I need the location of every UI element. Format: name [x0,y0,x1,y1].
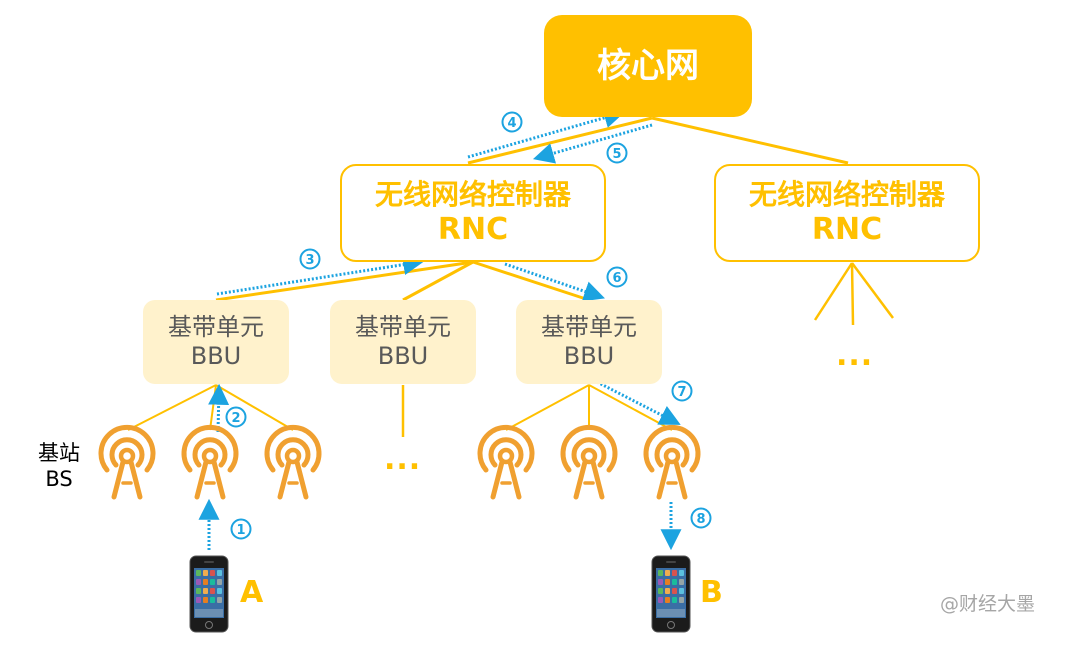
link-rnc2-branch-2 [850,262,855,326]
link-bbu3-bs1 [505,384,590,431]
rnc-node-2: 无线网络控制器 RNC [714,164,980,262]
step-marker-2: 2 [225,406,247,428]
bbu-label-line1: 基带单元 [355,313,451,342]
step-number: 1 [236,523,245,538]
base-station-tower-icon [264,424,322,500]
link-rnc1-bbu1 [215,260,474,302]
step-number: 8 [696,512,705,527]
base-station-label-line1: 基站 [38,441,80,465]
rnc-label-line1: 无线网络控制器 [374,178,571,212]
link-rnc1-bbu2 [402,260,474,302]
link-rnc2-branch-3 [850,262,895,319]
rnc-label-line2: RNC [811,211,883,247]
step-marker-5: 5 [606,142,628,164]
bbu-label-line2: BBU [563,342,615,370]
base-station-tower-icon [98,424,156,500]
watermark: @财经大墨 [940,593,1036,615]
link-bbu1-bs3 [215,384,294,431]
core-network-node: 核心网 [544,15,752,117]
rnc-label-line2: RNC [437,211,509,247]
step-marker-8: 8 [690,507,712,529]
bbu-node-3: 基带单元 BBU [516,300,662,384]
phone-label-a: A [240,575,264,610]
bbu-label-line2: BBU [377,342,429,370]
smartphone-icon [651,555,691,633]
step-marker-7: 7 [671,380,693,402]
phone-label-b: B [700,575,723,610]
smartphone-icon [189,555,229,633]
ellipsis-rnc2: ... [836,338,874,373]
bbu-node-2: 基带单元 BBU [330,300,476,384]
bbu-label-line1: 基带单元 [168,313,264,342]
base-station-tower-icon [560,424,618,500]
flow-arrow-3 [216,254,425,296]
step-number: 6 [612,271,621,286]
link-rnc2-branch-1 [813,262,854,321]
bbu-label-line2: BBU [190,342,242,370]
flow-arrow-7 [596,380,681,425]
base-station-label: 基站 BS [38,440,80,493]
ellipsis-bbu2: ... [384,442,422,477]
link-bbu3-bs3 [588,384,673,431]
step-number: 7 [677,385,686,400]
step-marker-3: 3 [299,248,321,270]
step-number: 2 [231,411,240,426]
link-core-rnc2 [651,116,849,165]
core-network-label: 核心网 [597,45,699,86]
flow-arrow-4 [467,107,626,159]
step-marker-4: 4 [501,111,523,133]
base-station-label-line2: BS [45,467,73,492]
base-station-tower-icon [643,424,701,500]
bbu-node-1: 基带单元 BBU [143,300,289,384]
base-station-tower-icon [477,424,535,500]
step-marker-6: 6 [606,266,628,288]
rnc-label-line1: 无线网络控制器 [748,178,945,212]
link-bbu1-bs1 [127,384,217,431]
link-bbu1-bs2 [209,384,217,431]
step-number: 4 [507,116,516,131]
bbu-label-line1: 基带单元 [541,313,637,342]
rnc-node-1: 无线网络控制器 RNC [340,164,606,262]
step-marker-1: 1 [230,518,252,540]
flow-arrow-6 [504,262,605,302]
base-station-tower-icon [181,424,239,500]
step-number: 5 [612,147,621,162]
step-number: 3 [305,253,314,268]
link-rnc1-bbu3 [472,260,590,302]
flow-arrow-2 [208,383,230,433]
